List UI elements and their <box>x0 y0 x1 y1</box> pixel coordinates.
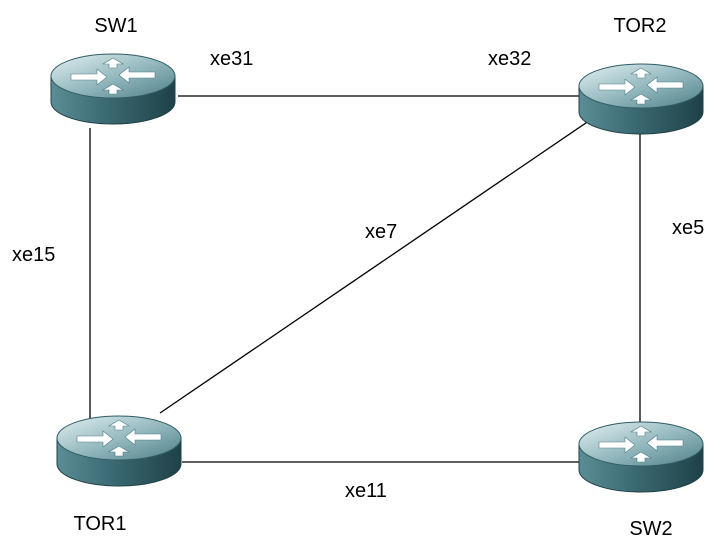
link-tor1-tor2 <box>159 111 603 414</box>
device-label-sw1: SW1 <box>94 15 137 37</box>
router-icon-sw1 <box>50 53 176 125</box>
router-icon-tor2 <box>578 63 704 135</box>
port-label-xe7: xe7 <box>365 221 397 243</box>
device-label-tor1: TOR1 <box>74 513 127 535</box>
port-label-xe15: xe15 <box>12 244 55 266</box>
device-label-tor2: TOR2 <box>614 15 667 37</box>
port-label-xe32: xe32 <box>488 48 531 70</box>
port-label-xe31: xe31 <box>210 48 253 70</box>
port-label-xe11: xe11 <box>345 480 387 502</box>
port-label-xe5: xe5 <box>672 217 704 239</box>
router-icon-sw2 <box>578 421 704 493</box>
router-icon-tor1 <box>56 415 182 487</box>
device-label-sw2: SW2 <box>629 518 672 540</box>
